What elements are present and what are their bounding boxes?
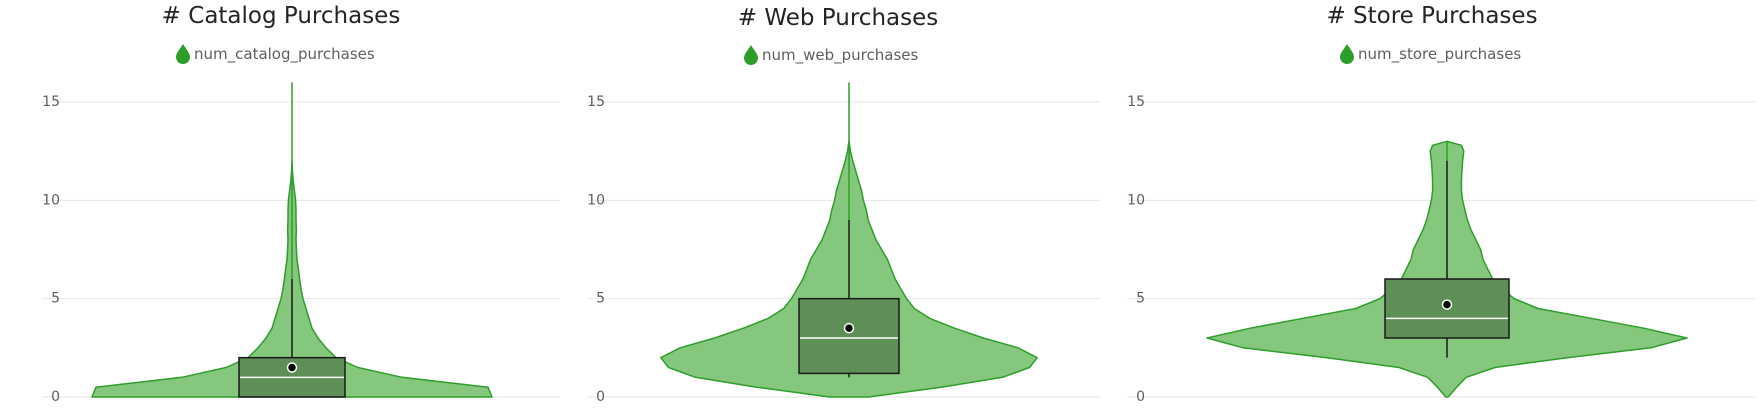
- y-tick-label: 10: [42, 192, 60, 208]
- legend-label: num_catalog_purchases: [194, 45, 375, 64]
- legend-marker-icon: [744, 45, 758, 65]
- y-tick-label: 0: [596, 389, 605, 405]
- chart-title: # Catalog Purchases: [162, 3, 401, 29]
- chart-panel-1: # Catalog Purchases num_catalog_purchases…: [42, 3, 560, 405]
- mean-marker: [286, 362, 298, 373]
- mean-marker: [1441, 299, 1453, 310]
- mean-marker: [843, 322, 855, 334]
- y-tick-label: 15: [587, 94, 605, 110]
- iqr-box: [798, 297, 900, 375]
- y-tick-label: 15: [42, 94, 60, 110]
- legend-label: num_web_purchases: [762, 46, 918, 65]
- y-tick-label: 5: [51, 291, 60, 307]
- y-tick-label: 0: [51, 389, 60, 405]
- y-tick-label: 0: [1136, 389, 1145, 405]
- chart-title: # Web Purchases: [738, 5, 938, 31]
- y-tick-label: 5: [1136, 291, 1145, 307]
- y-tick-label: 10: [587, 192, 605, 208]
- y-tick-label: 15: [1127, 94, 1145, 110]
- chart-panel-2: # Web Purchases num_web_purchases 0 5 10 15: [587, 5, 1100, 405]
- y-tick-label: 5: [596, 291, 605, 307]
- chart-title: # Store Purchases: [1326, 3, 1537, 29]
- y-tick-label: 10: [1127, 192, 1145, 208]
- chart-panel-3: # Store Purchases num_store_purchases 0 5 10…: [1127, 3, 1755, 405]
- legend-marker-icon: [1340, 44, 1354, 64]
- legend-label: num_store_purchases: [1358, 45, 1521, 64]
- legend-marker-icon: [176, 44, 190, 64]
